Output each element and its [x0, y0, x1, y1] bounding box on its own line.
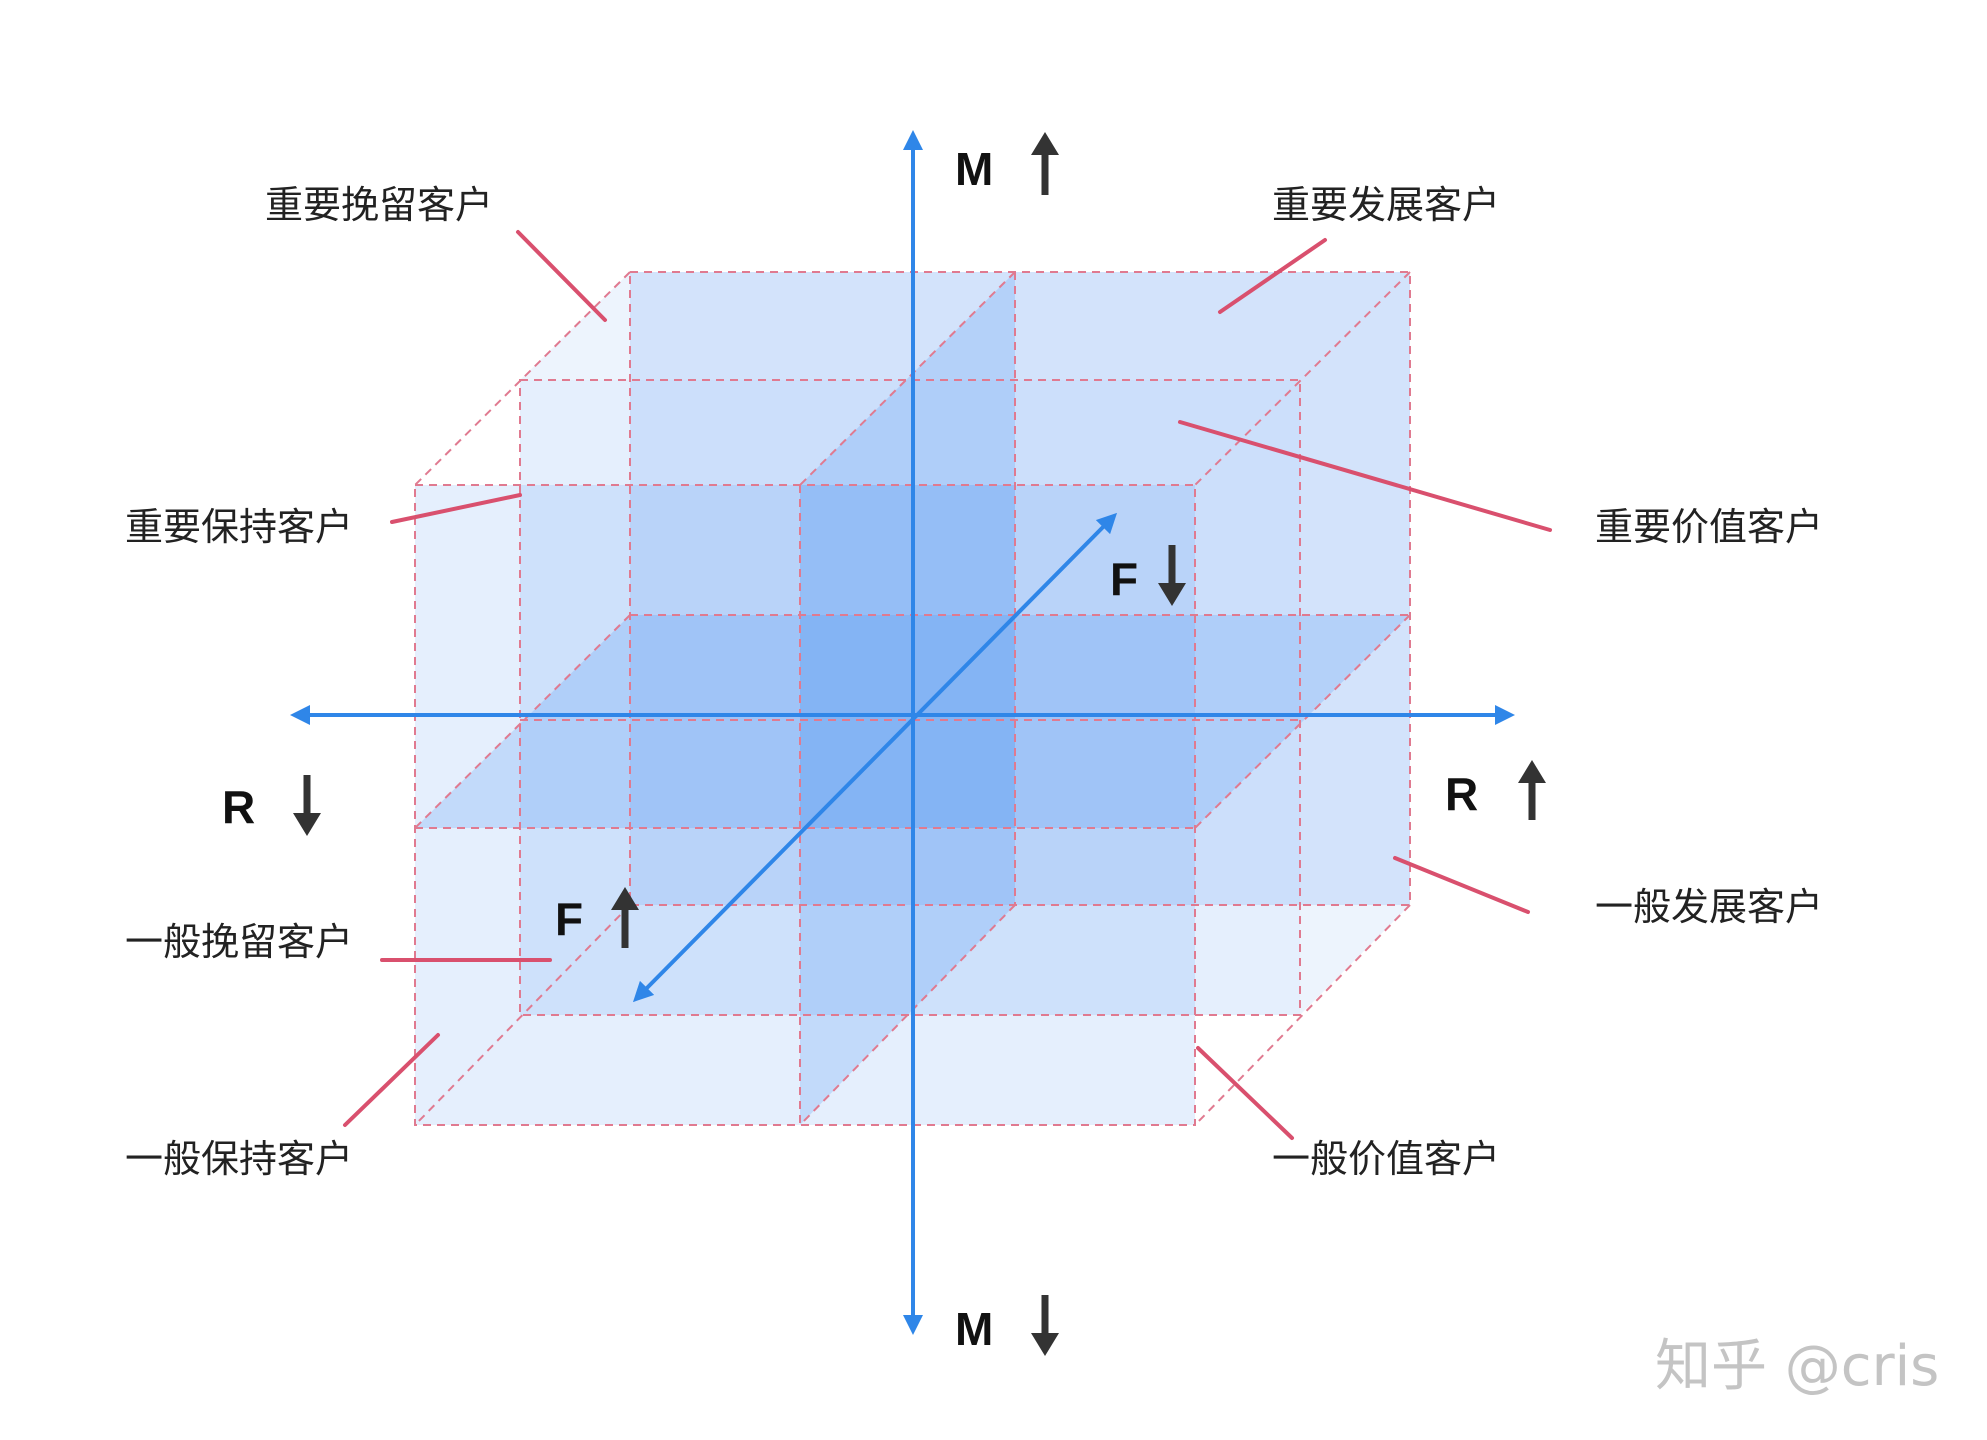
label-general-keep: 一般保持客户 — [125, 1137, 353, 1181]
r-down-label: R — [222, 781, 255, 833]
axes — [290, 130, 1515, 1335]
cube-core — [800, 485, 1015, 828]
f-down-arrow-icon — [1158, 545, 1186, 606]
watermark: 知乎 @cris — [1655, 1334, 1939, 1399]
f-up-label: F — [555, 893, 583, 945]
m-down-label: M — [955, 1303, 993, 1355]
f-down-label: F — [1110, 553, 1138, 605]
label-general-value: 一般价值客户 — [1272, 1137, 1500, 1181]
f-up-arrow-icon — [611, 887, 639, 948]
r-up-arrow-icon — [1518, 760, 1546, 820]
label-important-keep: 重要保持客户 — [125, 505, 353, 549]
f-axis — [632, 512, 1118, 1003]
segment-labels: 重要挽留客户 重要发展客户 重要保持客户 重要价值客户 一般挽留客户 一般发展客… — [125, 183, 1823, 1181]
r-down-arrow-icon — [293, 775, 321, 836]
leader-lines — [343, 230, 1552, 1140]
r-up-label: R — [1445, 768, 1478, 820]
cube-right-face — [1300, 272, 1410, 1015]
label-important-value: 重要价值客户 — [1595, 505, 1823, 549]
label-general-retain: 一般挽留客户 — [125, 920, 353, 964]
label-general-develop: 一般发展客户 — [1595, 885, 1823, 929]
m-up-arrow-icon — [1031, 132, 1059, 195]
m-up-label: M — [955, 143, 993, 195]
cube-top-face — [520, 272, 1410, 380]
m-down-arrow-icon — [1031, 1295, 1059, 1356]
axis-labels: M M R R F F — [222, 132, 1546, 1356]
label-important-develop: 重要发展客户 — [1272, 183, 1500, 227]
label-important-retain: 重要挽留客户 — [265, 183, 493, 227]
